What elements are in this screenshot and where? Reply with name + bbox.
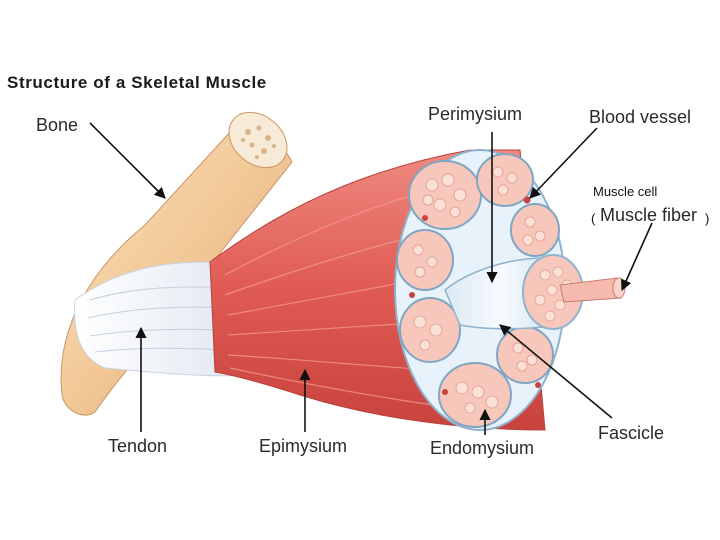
fascicle-section [397, 230, 453, 290]
label-endomysium: Endomysium [430, 438, 534, 459]
fascicle-section [409, 161, 481, 229]
diagram-title: Structure of a Skeletal Muscle [7, 73, 267, 93]
label-perimysium: Perimysium [428, 104, 522, 125]
label-muscle-cell: Muscle cell [593, 184, 657, 199]
label-fascicle: Fascicle [598, 423, 664, 444]
label-epimysium: Epimysium [259, 436, 347, 457]
label-muscle-fiber: Muscle fiber [600, 205, 697, 226]
label-tendon: Tendon [108, 436, 167, 457]
fascicle-section [511, 204, 559, 256]
fascicle-section [497, 327, 553, 383]
label-paren-open: ( [591, 211, 595, 226]
muscle-cross-section [395, 150, 625, 430]
label-blood-vessel: Blood vessel [589, 107, 691, 128]
label-paren-close: ) [705, 211, 709, 226]
label-bone: Bone [36, 115, 78, 136]
